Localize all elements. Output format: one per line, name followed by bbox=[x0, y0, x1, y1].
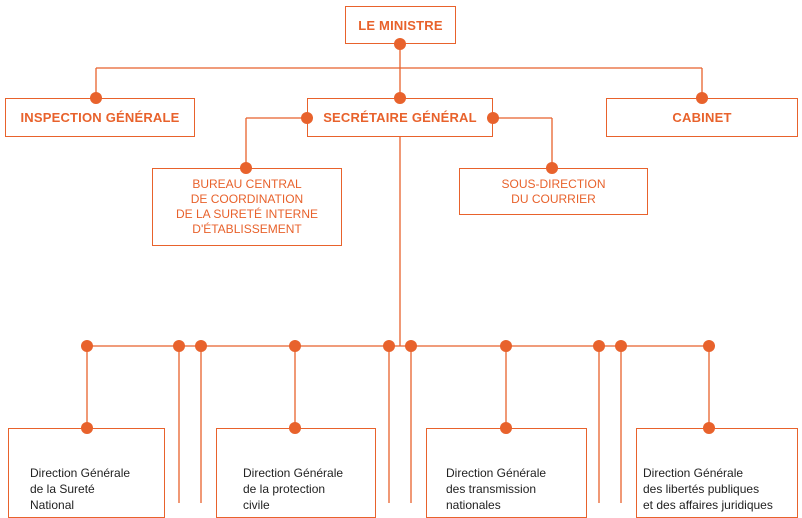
connector-dot bbox=[703, 422, 715, 434]
connector-dot bbox=[90, 92, 102, 104]
direction-box-protection: Direction Générale de la protection civi… bbox=[216, 428, 376, 518]
direction-box-transmission: Direction Générale des transmission nati… bbox=[426, 428, 587, 518]
courrier-box: SOUS-DIRECTION DU COURRIER bbox=[459, 168, 648, 215]
minister-label: LE MINISTRE bbox=[358, 17, 443, 33]
connector-dot bbox=[301, 112, 313, 124]
secretary-label: SECRÉTAIRE GÉNÉRAL bbox=[323, 110, 477, 125]
connector-dot bbox=[383, 340, 395, 352]
direction-box-libertes: Direction Générale des libertés publique… bbox=[636, 428, 798, 518]
connector-dot bbox=[696, 92, 708, 104]
connector-dot bbox=[405, 340, 417, 352]
connector-lines bbox=[86, 44, 710, 503]
direction-label: Direction Générale de la protection civi… bbox=[243, 466, 344, 512]
connector-dot bbox=[195, 340, 207, 352]
connector-dot bbox=[546, 162, 558, 174]
connector-dot bbox=[394, 38, 406, 50]
direction-label: Direction Générale des transmission nati… bbox=[446, 466, 547, 512]
connector-dot bbox=[615, 340, 627, 352]
direction-label: Direction Générale de la Sureté National bbox=[30, 466, 131, 512]
bureau-label: BUREAU CENTRAL DE COORDINATION DE LA SUR… bbox=[175, 177, 319, 236]
connector-dot bbox=[500, 422, 512, 434]
connector-dot bbox=[289, 340, 301, 352]
connector-dot bbox=[289, 422, 301, 434]
inspection-box: INSPECTION GÉNÉRALE bbox=[5, 98, 195, 137]
bureau-box: BUREAU CENTRAL DE COORDINATION DE LA SUR… bbox=[152, 168, 342, 246]
direction-label: Direction Générale des libertés publique… bbox=[643, 466, 773, 512]
inspection-label: INSPECTION GÉNÉRALE bbox=[20, 110, 180, 125]
connector-dot bbox=[593, 340, 605, 352]
connector-dot bbox=[81, 422, 93, 434]
secretary-box: SECRÉTAIRE GÉNÉRAL bbox=[307, 98, 493, 137]
direction-box-surete: Direction Générale de la Sureté National bbox=[8, 428, 165, 518]
connector-dot bbox=[500, 340, 512, 352]
minister-box: LE MINISTRE bbox=[345, 6, 456, 44]
connector-dot bbox=[240, 162, 252, 174]
courrier-label: SOUS-DIRECTION DU COURRIER bbox=[501, 176, 606, 206]
connector-dot bbox=[394, 92, 406, 104]
connector-dot bbox=[703, 340, 715, 352]
connector-dot bbox=[487, 112, 499, 124]
cabinet-box: CABINET bbox=[606, 98, 798, 137]
connector-dot bbox=[173, 340, 185, 352]
connector-dot bbox=[81, 340, 93, 352]
cabinet-label: CABINET bbox=[672, 110, 732, 125]
